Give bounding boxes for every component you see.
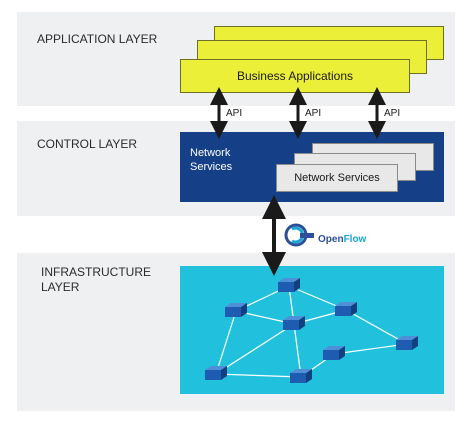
network-links bbox=[215, 285, 408, 378]
switch-icon bbox=[335, 302, 357, 316]
switch-icon bbox=[225, 303, 247, 317]
switch-icon bbox=[290, 369, 312, 383]
network-services-box: Network Services bbox=[276, 164, 398, 192]
openflow-label-open: Open bbox=[318, 234, 344, 245]
switch-icon bbox=[283, 316, 305, 330]
business-applications-label: Business Applications bbox=[236, 69, 354, 83]
network-switches bbox=[205, 278, 418, 383]
api-label-1: API bbox=[226, 108, 243, 119]
openflow-label: OpenFlow bbox=[318, 234, 366, 245]
application-layer-label: APPLICATION LAYER bbox=[37, 32, 158, 46]
switch-icon bbox=[323, 346, 345, 360]
openflow-logo-icon bbox=[284, 223, 314, 247]
api-label-3: API bbox=[384, 108, 401, 119]
switch-icon bbox=[396, 336, 418, 350]
switch-icon bbox=[205, 366, 227, 380]
openflow-label-flow: Flow bbox=[343, 234, 367, 245]
infrastructure-layer-label: INFRASTRUCTURE LAYER bbox=[41, 265, 151, 294]
switch-icon bbox=[278, 278, 300, 292]
network-services-title: Network Services bbox=[190, 147, 233, 173]
network-services-label: Network Services bbox=[294, 172, 380, 184]
control-layer-label: CONTROL LAYER bbox=[37, 137, 138, 151]
api-label-2: API bbox=[305, 108, 322, 119]
